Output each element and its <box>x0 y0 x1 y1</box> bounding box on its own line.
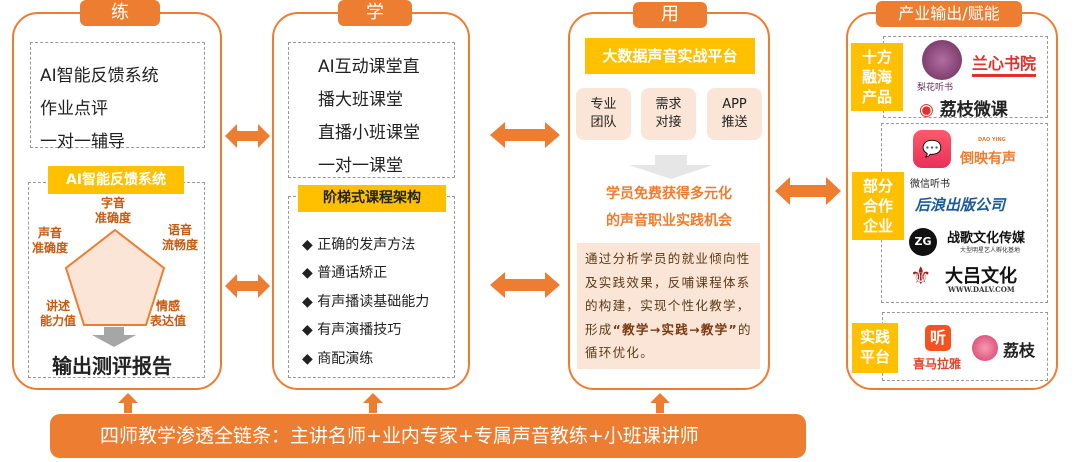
feature-text: 专业 <box>590 97 617 112</box>
dalv-logo: 大吕文化 <box>945 266 1017 287</box>
double-arrow-icon <box>490 272 560 298</box>
zhange-logo: 战歌文化传媒 <box>947 231 1026 246</box>
double-arrow-icon <box>490 122 560 148</box>
learn-item: 播大班课堂 <box>318 90 403 110</box>
houlang-logo: 后浪出版公司 <box>915 196 1006 214</box>
dalv-url: WWW.DALV.COM <box>948 285 1015 294</box>
lizhi-weike-logo: ◉ 荔枝微课 <box>919 95 1008 120</box>
podcast-app-icon: 💬 <box>913 130 951 168</box>
group1-label: 十方融海产品 <box>851 43 903 111</box>
dim-label: 语音 流畅度 <box>162 223 199 252</box>
ai-feedback-label: AI智能反馈系统 <box>48 166 184 194</box>
description-bold: “教学→实践→教学” <box>612 321 738 337</box>
course-item: ◆ 有声播读基础能力 <box>302 294 430 310</box>
feature-text: 推送 <box>721 115 748 130</box>
headline: 学员免费获得多元化的声音职业实践机会 <box>570 181 768 235</box>
zg-icon: ZG <box>909 228 937 256</box>
description-box: 通过分析学员的就业倾向性及实践效果，反哺课程体系的构建，实现个性化教学，形成“教… <box>577 243 760 369</box>
up-arrow-icon <box>650 393 670 413</box>
feature-box: APP 推送 <box>707 88 762 140</box>
double-arrow-icon <box>225 124 270 148</box>
dalv-icon: ⚜ <box>910 262 932 290</box>
lizhi-text: 荔枝 <box>1003 341 1036 360</box>
down-arrow-icon <box>629 155 713 179</box>
practice-items-box <box>30 42 205 148</box>
course-label: 阶梯式课程架构 <box>298 185 446 212</box>
double-arrow-icon <box>225 274 270 298</box>
up-arrow-icon <box>118 393 138 413</box>
use-title: 用 <box>633 2 707 28</box>
feature-box: 需求对接 <box>641 88 696 140</box>
dim-label: 声音 准确度 <box>32 226 69 255</box>
footer-banner: 四师教学渗透全链条：主讲名师+业内专家+专属声音教练+小班课讲师 <box>50 414 806 458</box>
double-arrow-icon <box>775 177 841 205</box>
ximalaya-icon: 听 <box>925 325 951 351</box>
industry-title: 产业输出/赋能 <box>876 1 1022 27</box>
practice-item: AI智能反馈系统 <box>40 66 159 86</box>
headline-line: 的声音职业实践机会 <box>606 213 732 229</box>
feature-box: 专业团队 <box>576 88 631 140</box>
feature-text: 团队 <box>590 115 617 130</box>
feature-text: 对接 <box>655 115 682 130</box>
description-text: 通过分析学员的就业倾向性及实践效果，反哺课程体系的构建，实现个性化教学，形成 <box>585 251 751 337</box>
wechat-listen-text: 微信听书 <box>910 179 950 190</box>
practice-item: 一对一辅导 <box>40 132 125 152</box>
course-item: ◆ 普通话矫正 <box>302 265 388 281</box>
daoying-logo: 倒映有声 <box>960 151 1016 167</box>
dim-label: 字音 准确度 <box>95 196 132 225</box>
description-end: 的循环优化。 <box>585 321 752 361</box>
learn-item: 一对一课堂 <box>318 156 403 176</box>
learn-title: 学 <box>338 0 412 26</box>
feature-text: 需求 <box>655 97 682 112</box>
course-item: ◆ 商配演练 <box>302 351 374 367</box>
group3-label: 实践平台 <box>852 323 898 373</box>
lizhi-weike-text: 荔枝微课 <box>939 100 1008 120</box>
lizhi-icon <box>972 335 998 361</box>
down-arrow-icon <box>92 327 136 347</box>
lihua-logo <box>922 40 962 80</box>
lanxin-logo: 兰心书院 <box>972 50 1037 77</box>
learn-item: AI互动课堂直 <box>318 57 420 77</box>
dim-label: 情感 表达值 <box>150 299 187 328</box>
up-arrow-icon <box>363 393 383 413</box>
learn-items-box <box>288 42 455 178</box>
lihua-logo-text: 梨花听书 <box>917 83 954 93</box>
course-item: ◆ 有声演播技巧 <box>302 322 402 338</box>
headline-line: 学员免费获得多元化 <box>606 186 732 202</box>
platform-label: 大数据声音实战平台 <box>585 38 755 74</box>
lizhi-icon: ◉ <box>919 100 934 120</box>
group2-label: 部分合作企业 <box>852 172 904 240</box>
zhange-sub: 大型明星艺人孵化基地 <box>960 247 1021 254</box>
feature-text: APP <box>722 97 747 112</box>
daoying-en: DAO YING <box>978 137 1006 143</box>
practice-title: 练 <box>80 0 160 26</box>
course-item: ◆ 正确的发声方法 <box>302 237 416 253</box>
output-report: 输出测评报告 <box>52 354 172 378</box>
ximalaya-text: 喜马拉雅 <box>913 357 962 371</box>
practice-item: 作业点评 <box>40 99 108 119</box>
dim-label: 讲述 能力值 <box>40 299 77 328</box>
pentagon-chart <box>64 228 166 326</box>
learn-item: 直播小班课堂 <box>318 123 420 143</box>
